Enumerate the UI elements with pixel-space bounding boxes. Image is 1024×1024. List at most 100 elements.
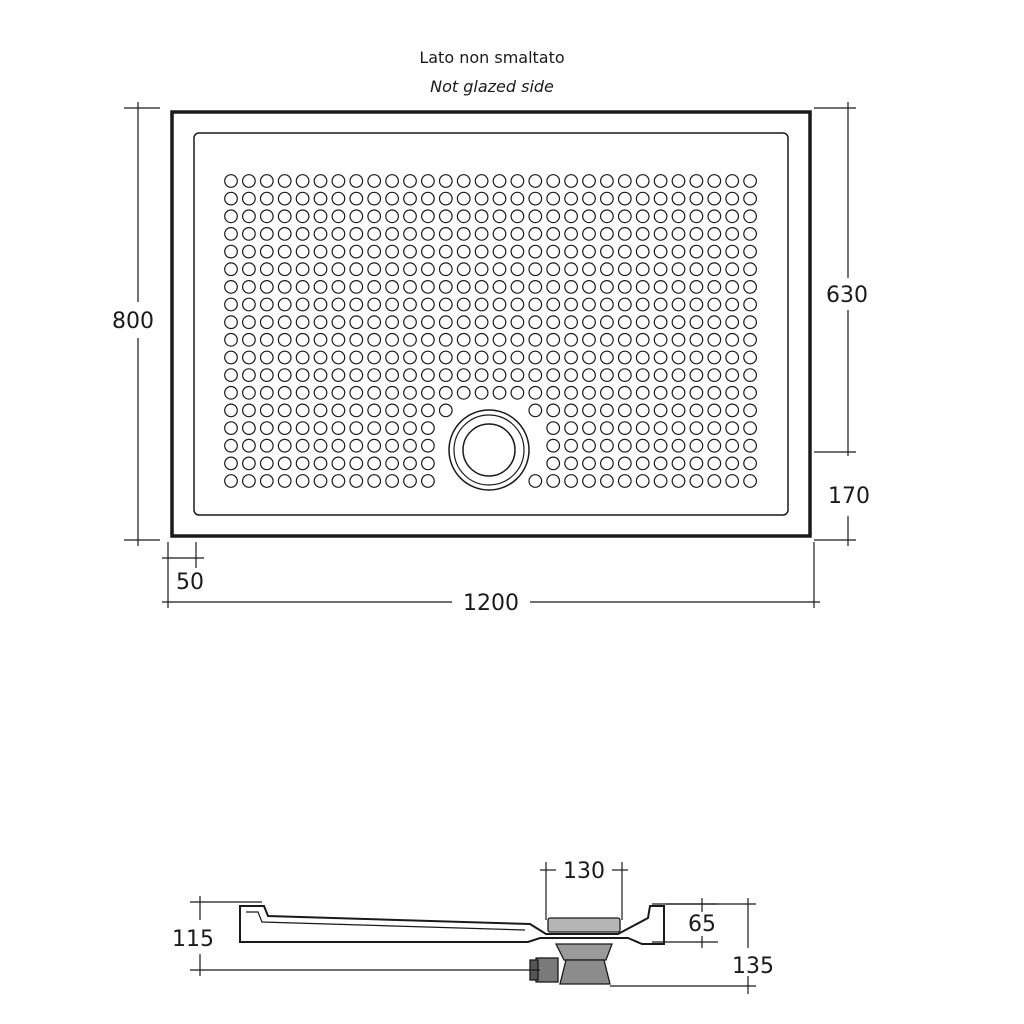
texture-dot — [241, 403, 256, 418]
texture-dot — [241, 191, 256, 206]
drain-cover — [547, 917, 621, 933]
texture-dot — [385, 350, 400, 365]
texture-dot — [707, 315, 722, 330]
texture-dot — [671, 474, 686, 488]
dim-label-115: 115 — [172, 927, 214, 952]
texture-dot — [456, 350, 471, 365]
texture-dot — [635, 368, 650, 383]
texture-dot — [743, 262, 757, 277]
texture-dot — [474, 209, 489, 224]
caption-italian: Lato non smaltato — [419, 48, 564, 67]
texture-dot — [546, 332, 561, 347]
texture-dot — [313, 385, 328, 400]
texture-dot — [474, 280, 489, 294]
texture-dot — [367, 297, 382, 312]
texture-dot — [313, 244, 328, 259]
texture-dot — [546, 421, 561, 436]
texture-dot — [617, 456, 632, 471]
texture-dot — [617, 403, 632, 418]
texture-dot — [277, 297, 292, 312]
texture-dot — [492, 226, 507, 241]
texture-dot — [564, 209, 578, 224]
texture-dot — [617, 474, 632, 488]
texture-dot — [295, 174, 310, 188]
texture-dot — [331, 474, 346, 488]
texture-dot — [349, 280, 364, 294]
texture-dot — [492, 332, 507, 347]
texture-dot — [385, 421, 400, 436]
texture-dot — [277, 315, 292, 330]
texture-dot — [367, 368, 382, 383]
texture-dot — [510, 191, 525, 206]
texture-dot — [421, 368, 435, 383]
texture-dot — [635, 209, 650, 224]
texture-dot — [725, 191, 740, 206]
texture-dot — [510, 244, 525, 259]
texture-dot — [564, 403, 578, 418]
texture-dot — [277, 368, 292, 383]
texture-dot — [259, 474, 274, 488]
texture-dot — [546, 474, 561, 488]
texture-dot — [385, 456, 400, 471]
texture-dot — [743, 438, 757, 453]
drain-inner-ring — [462, 423, 516, 477]
texture-dot — [725, 332, 740, 347]
texture-dot — [367, 403, 382, 418]
texture-dot — [546, 226, 561, 241]
texture-dot — [438, 332, 453, 347]
texture-dot — [241, 456, 256, 471]
texture-dot — [564, 456, 578, 471]
texture-dot — [456, 332, 471, 347]
texture-dot — [600, 315, 614, 330]
texture-dot — [617, 174, 632, 188]
texture-dot — [635, 280, 650, 294]
texture-dot — [403, 350, 417, 365]
texture-dot — [295, 226, 310, 241]
texture-dot — [277, 421, 292, 436]
texture-dot — [671, 438, 686, 453]
texture-dot — [564, 244, 578, 259]
texture-dot — [546, 209, 561, 224]
texture-dot — [635, 315, 650, 330]
texture-dot — [635, 332, 650, 347]
dim-label-800: 800 — [112, 309, 154, 334]
texture-dot — [259, 350, 274, 365]
texture-dot — [600, 456, 614, 471]
texture-dot — [421, 438, 435, 453]
texture-dot — [743, 244, 757, 259]
texture-dot — [510, 226, 525, 241]
texture-dot — [295, 385, 310, 400]
texture-dot — [492, 209, 507, 224]
texture-dot — [331, 262, 346, 277]
texture-dot — [546, 403, 561, 418]
texture-dot — [367, 315, 382, 330]
texture-dot — [546, 280, 561, 294]
texture-dot — [528, 191, 543, 206]
texture-dot — [349, 438, 364, 453]
texture-dot — [546, 368, 561, 383]
texture-dot — [635, 421, 650, 436]
texture-dot — [689, 297, 704, 312]
texture-dot — [474, 174, 489, 188]
texture-dot — [224, 297, 238, 312]
drain-body — [554, 943, 613, 961]
texture-dot — [582, 280, 596, 294]
texture-dot — [403, 474, 417, 488]
texture-dot — [510, 350, 525, 365]
texture-dot — [295, 262, 310, 277]
texture-dot — [671, 174, 686, 188]
texture-dot — [349, 262, 364, 277]
texture-dot — [421, 456, 435, 471]
texture-dot — [456, 385, 471, 400]
texture-dot — [403, 244, 417, 259]
texture-dot — [564, 191, 578, 206]
texture-dot — [224, 262, 238, 277]
texture-dot — [224, 226, 238, 241]
texture-dot — [385, 262, 400, 277]
texture-dot — [546, 244, 561, 259]
texture-dot — [241, 174, 256, 188]
texture-dot — [421, 262, 435, 277]
texture-dot — [617, 280, 632, 294]
texture-dot — [671, 368, 686, 383]
texture-dot — [367, 474, 382, 488]
